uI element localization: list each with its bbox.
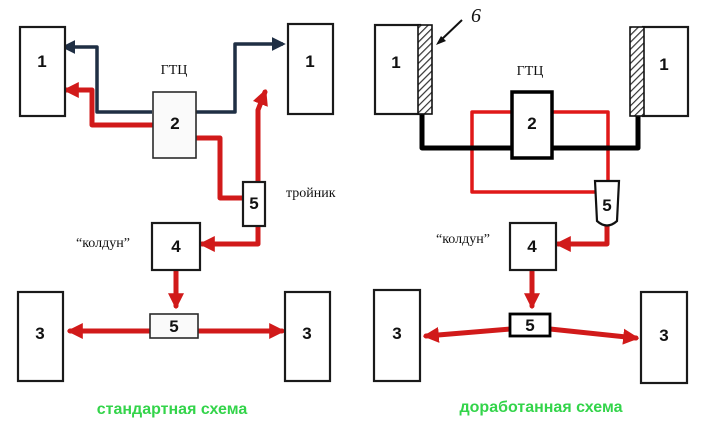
pointer-arrow-head	[436, 36, 446, 45]
master-cylinder-number: 2	[170, 114, 179, 133]
pressure-regulator-number: 4	[527, 237, 537, 256]
upper-tee-number: 5	[249, 194, 258, 213]
hatched-brake-pad-left	[417, 24, 433, 115]
front-right-wheel-number: 1	[305, 52, 314, 71]
modified-scheme: 1 1 6 2 ГТЦ 5 4 “колдун” 5 3 3 доработан…	[372, 5, 690, 416]
pressure-regulator	[150, 221, 202, 272]
lower-tee	[508, 312, 552, 338]
pressure-regulator-number: 4	[171, 237, 181, 256]
pressure-regulator	[508, 221, 558, 272]
front-left-wheel-number: 1	[391, 53, 400, 72]
rear-left-wheel	[16, 290, 65, 383]
line-gtc-to-tee	[193, 135, 245, 201]
master-cylinder	[510, 90, 554, 160]
upper-tee	[593, 179, 621, 227]
line-gtc-to-front-right-black	[552, 113, 641, 151]
loop-red-right	[552, 110, 610, 180]
line-tee-to-regulator	[554, 223, 610, 253]
rear-right-wheel	[283, 290, 332, 383]
regulator-label: “колдун”	[436, 232, 490, 247]
lower-tee-number: 5	[169, 317, 178, 336]
rear-right-wheel-number: 3	[302, 324, 311, 343]
tee-label: тройник	[286, 186, 336, 201]
front-right-wheel	[286, 22, 335, 116]
line-to-rear-left	[422, 326, 513, 343]
line-to-rear-right	[547, 326, 640, 345]
modified-scheme-caption: доработанная схема	[460, 399, 623, 416]
master-cylinder-label: ГТЦ	[517, 64, 544, 79]
rear-right-wheel-number: 3	[659, 326, 668, 345]
standard-scheme-caption: стандартная схема	[97, 401, 248, 418]
rear-left-wheel-number: 3	[392, 324, 401, 343]
pointer-arrow-line	[439, 19, 463, 42]
pointer-label: 6	[471, 5, 481, 27]
master-cylinder-label: ГТЦ	[161, 63, 188, 78]
front-left-wheel-number: 1	[37, 52, 46, 71]
line-gtc-to-front-left-red	[62, 81, 155, 128]
line-tee-to-regulator	[198, 223, 261, 253]
rear-left-wheel	[372, 288, 422, 383]
line-gtc-to-front-left-dark	[61, 40, 152, 114]
rear-right-wheel	[639, 290, 689, 385]
hatched-brake-pad-right	[629, 26, 645, 117]
line-gtc-to-front-left-black	[419, 113, 512, 151]
lower-tee	[149, 313, 199, 339]
lower-tee-number: 5	[525, 316, 534, 335]
front-left-wheel	[18, 25, 67, 118]
loop-red-left	[470, 110, 596, 194]
rear-left-wheel-number: 3	[35, 324, 44, 343]
front-right-wheel	[641, 25, 690, 118]
front-left-wheel	[373, 23, 422, 116]
master-cylinder-number: 2	[527, 114, 536, 133]
master-cylinder	[152, 91, 197, 159]
line-tee-to-front-right	[252, 89, 268, 185]
line-gtc-to-front-right-dark	[196, 37, 286, 114]
upper-tee	[241, 180, 267, 228]
upper-tee-number: 5	[602, 196, 611, 215]
front-right-wheel-number: 1	[659, 55, 668, 74]
standard-scheme: 1 1 2 ГТЦ 5 тройник 4 “колдун” 5 3 3 ста…	[16, 22, 336, 418]
regulator-label: “колдун”	[76, 236, 130, 251]
